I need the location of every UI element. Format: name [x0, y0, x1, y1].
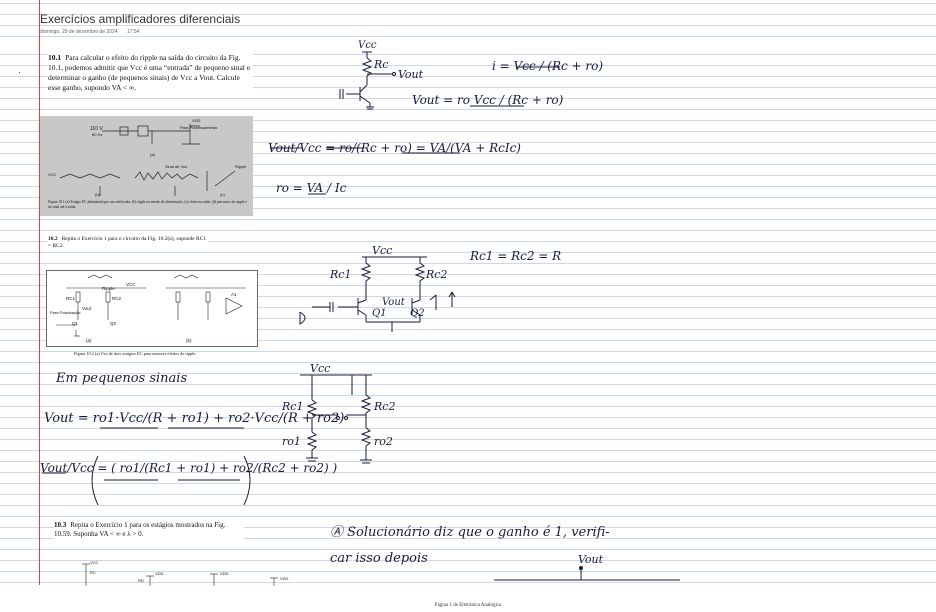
hw-c2-q2: Q2: [410, 308, 425, 319]
fig1-label: 60 Hz: [92, 132, 102, 137]
fig3-label: VDD: [280, 576, 289, 581]
fig1-label: (a): [150, 152, 156, 157]
fig2-caption: Figura 10.2 (a) Uso de dois estágios EC …: [74, 351, 196, 356]
exercise-number: 10.2: [48, 236, 58, 242]
hw-note-line2: car isso depois: [330, 551, 428, 566]
hw-c3-vcc: Vcc: [310, 362, 330, 375]
fig1-label: Sinal de Voz: [165, 164, 187, 169]
hw-c2-vcc: Vcc: [372, 244, 392, 257]
fig2-label: Q1: [72, 321, 79, 326]
fig1-label: (b): [95, 192, 101, 197]
exercise-number: 10.3: [54, 521, 67, 529]
page-date: domingo, 29 de dezembro de 2024 17:54: [40, 29, 147, 35]
fig2-label: Ripple: [102, 286, 115, 291]
exercise-body: Repita o Exercício 1 para os estágios mo…: [54, 521, 226, 538]
hw-eq-vout2: Vout = ro1·Vcc/(R + ro1) + ro2·Vcc/(R + …: [44, 411, 344, 426]
hw-small-signal: Em pequenos sinais: [55, 371, 187, 386]
fig1-label: (c): [220, 192, 225, 197]
hw-c3-rc1: Rc1: [281, 400, 303, 413]
hw-eq-ratio2: Vout/Vcc = ( ro1/(Rc1 + ro1) + ro2/(Rc2 …: [40, 461, 338, 475]
hw-eq-ratio: Vout/Vcc = ro/(Rc + ro) = VA/(VA + RcIc): [268, 141, 521, 155]
fig2-label: Vout: [82, 306, 92, 311]
fig2-label: A1: [231, 292, 237, 297]
hw-c2-rc1: Rc1: [329, 268, 351, 281]
fig3-label: VCC: [90, 560, 99, 565]
fig1-label: VDD: [192, 118, 201, 123]
exercise-body: Repita o Exercício 1 para o circuito da …: [48, 236, 207, 249]
fig3-label: VDD: [220, 571, 229, 576]
hw-c3-ro1: ro1: [282, 435, 301, 448]
hw-c2-rc2: Rc2: [425, 268, 447, 281]
fig1-label: 110 V: [90, 126, 103, 132]
hw-c1-rc: Rc: [373, 58, 388, 71]
fig3-label: RD: [138, 578, 144, 583]
hw-c2-q1: Q1: [372, 308, 387, 319]
page-title: Exercícios amplificadores diferenciais: [40, 12, 241, 26]
hw-eq-i: i = Vcc / (Rc + ro): [492, 59, 603, 73]
hw-c3-rc2: Rc2: [373, 400, 395, 413]
time-text: 17:54: [126, 29, 140, 35]
date-text: domingo, 29 de dezembro de 2024: [40, 29, 118, 35]
fig3-label: RC: [90, 570, 96, 575]
fig1-label: VCC: [48, 172, 57, 177]
hw-c2-vout: Vout: [382, 297, 406, 308]
fig2-label: Para Polarização: [50, 310, 81, 315]
fig2-label: (b): [186, 338, 192, 343]
hw-eq-equal: Rc1 = Rc2 = R: [469, 249, 561, 263]
fig2-label: (a): [86, 338, 92, 343]
stray-dot: [19, 72, 20, 73]
fig2-label: RC2: [112, 296, 121, 301]
hw-c3-ro2: ro2: [374, 435, 393, 448]
margin-line: [39, 0, 40, 585]
fig3-label: VDD: [155, 571, 164, 576]
fig1-label: Para Processamento: [180, 125, 218, 130]
hw-note-vout: Vout: [578, 553, 604, 566]
fig2-label: RC1: [66, 296, 75, 301]
page-footer: Página 1 de Eletrônica Analógica: [434, 603, 502, 608]
hw-eq-ro: ro = VA / Ic: [276, 181, 347, 195]
figure-10-2: Ripple VCC RC1 RC2 Vout Q1 Q2 Para Polar…: [46, 270, 258, 356]
exercise-number: 10.1: [48, 53, 62, 62]
hw-note-line1: Ⓐ Solucionário diz que o ganho é 1, veri…: [330, 525, 610, 540]
fig1-label: Ripple: [235, 164, 247, 169]
fig2-label: Q2: [110, 321, 117, 326]
figure-10-59-fragment: VCC RC VDD RD VDD VDD: [82, 560, 289, 586]
hw-c1-vcc: Vcc: [358, 40, 377, 51]
exercise-body: Para calcular o efeito do ripple na saíd…: [48, 53, 251, 92]
hw-c1-vout: Vout: [398, 68, 424, 81]
figure-10-1: 110 V 60 Hz VDD Para Processamento (a) V…: [40, 116, 253, 216]
fig2-label: VCC: [126, 282, 136, 287]
hw-eq-vout1: Vout = ro Vcc / (Rc + ro): [412, 93, 564, 107]
fig1-caption: Figura 10.1 (a) Estágio EC alimentado po…: [48, 200, 247, 209]
